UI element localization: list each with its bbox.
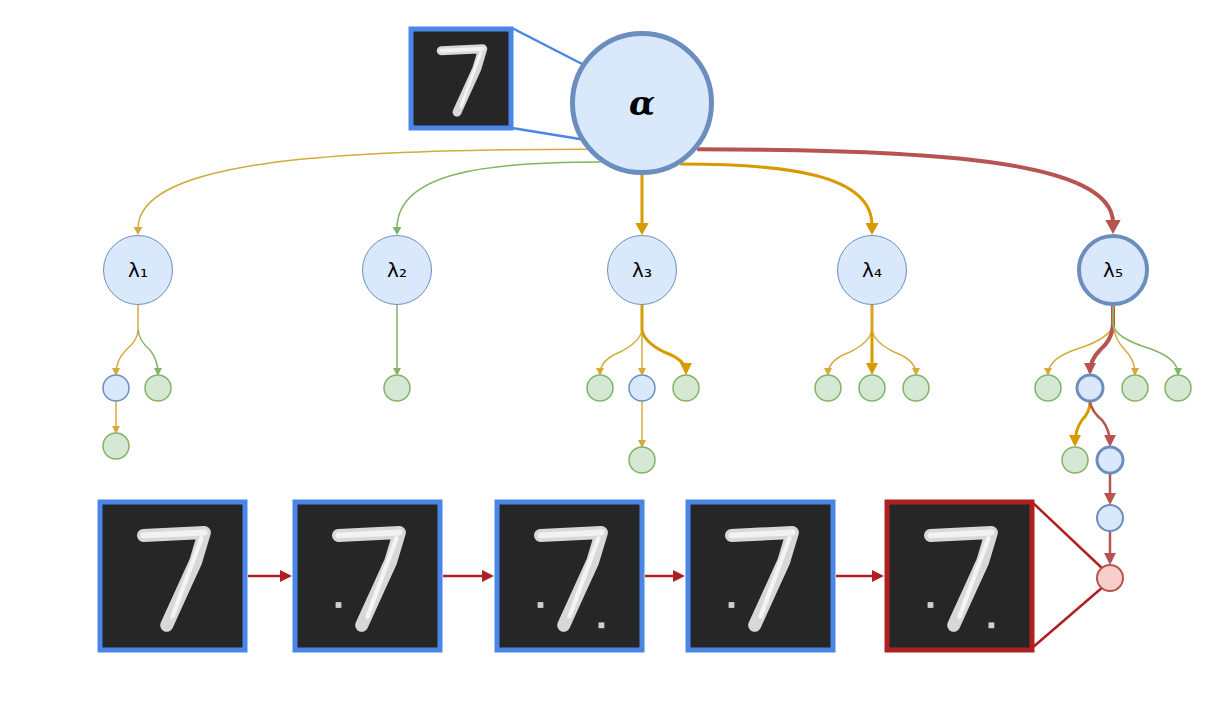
node-label: λ₄: [862, 258, 882, 282]
node-label: λ₁: [128, 258, 148, 282]
tree-edge: [635, 175, 648, 235]
arrowhead: [865, 223, 878, 235]
edge-line: [397, 162, 601, 229]
arrowhead: [134, 227, 143, 235]
tree-edge: [697, 149, 1121, 234]
edge-line: [680, 164, 872, 225]
lambda-circle: λ₅: [1077, 234, 1149, 306]
node-label: λ₃: [632, 258, 652, 282]
node-label: α: [629, 83, 655, 123]
arrowhead: [393, 227, 402, 235]
image-sequence: [100, 502, 1123, 650]
root-circle: α: [570, 31, 714, 175]
arrowhead: [1105, 220, 1120, 234]
edge-line: [641, 175, 644, 225]
lambda-circle: λ₃: [607, 235, 677, 305]
edge-line: [138, 149, 587, 228]
edge-line: [697, 149, 1113, 223]
lambda-circle: λ₄: [837, 235, 907, 305]
tree-edge: [680, 164, 878, 235]
node-label: λ₅: [1103, 258, 1123, 282]
arrowhead: [635, 223, 648, 235]
tree-edge: [134, 149, 587, 235]
lambda-circle: λ₂: [362, 235, 432, 305]
lambda-circle: λ₁: [103, 235, 173, 305]
input-thumbnail: [411, 28, 586, 140]
node-label: λ₂: [387, 258, 407, 282]
tree-edge: [393, 162, 601, 235]
